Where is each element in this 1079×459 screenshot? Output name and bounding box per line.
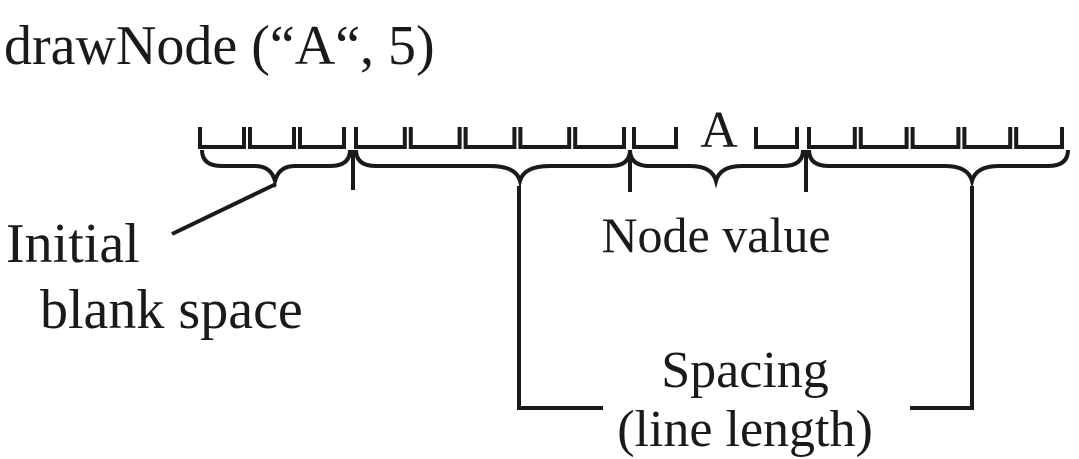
slot-row <box>198 127 1064 149</box>
brace-initial-blank <box>200 149 352 189</box>
node-value-char: A <box>700 102 738 159</box>
right-spacing-slot <box>858 127 909 149</box>
right-spacing-slot <box>910 127 961 149</box>
spacing-label-line2: (line length) <box>617 401 873 458</box>
brace-right-spacing <box>807 149 1070 189</box>
function-call-title: drawNode (“A“, 5) <box>4 15 435 77</box>
spacing-label-line1: Spacing <box>661 342 829 399</box>
brace-left-spacing <box>354 149 632 189</box>
node-value-label: Node value <box>601 207 830 263</box>
initial-blank-slot <box>248 127 296 149</box>
initial-blank-leader <box>171 182 277 236</box>
spacing-bracket <box>517 186 603 410</box>
left-spacing-slot <box>573 127 626 149</box>
left-spacing-slot <box>408 127 462 149</box>
right-spacing-slot <box>962 127 1013 149</box>
left-spacing-slot <box>354 127 407 149</box>
right-spacing-slot <box>807 127 857 149</box>
right-spacing-slot <box>1014 127 1064 149</box>
spacing-bracket-right <box>910 186 974 410</box>
initial-blank-slot <box>198 127 246 149</box>
initial-blank-label-line2: blank space <box>40 279 303 341</box>
left-spacing-slot <box>518 127 572 149</box>
node-pad-left-slot <box>632 127 678 149</box>
brace-node-value <box>628 149 805 189</box>
initial-blank-slot <box>298 127 346 149</box>
left-spacing-slot <box>463 127 517 149</box>
initial-blank-label-line1: Initial <box>6 213 140 275</box>
node-pad-right-slot <box>754 127 799 149</box>
